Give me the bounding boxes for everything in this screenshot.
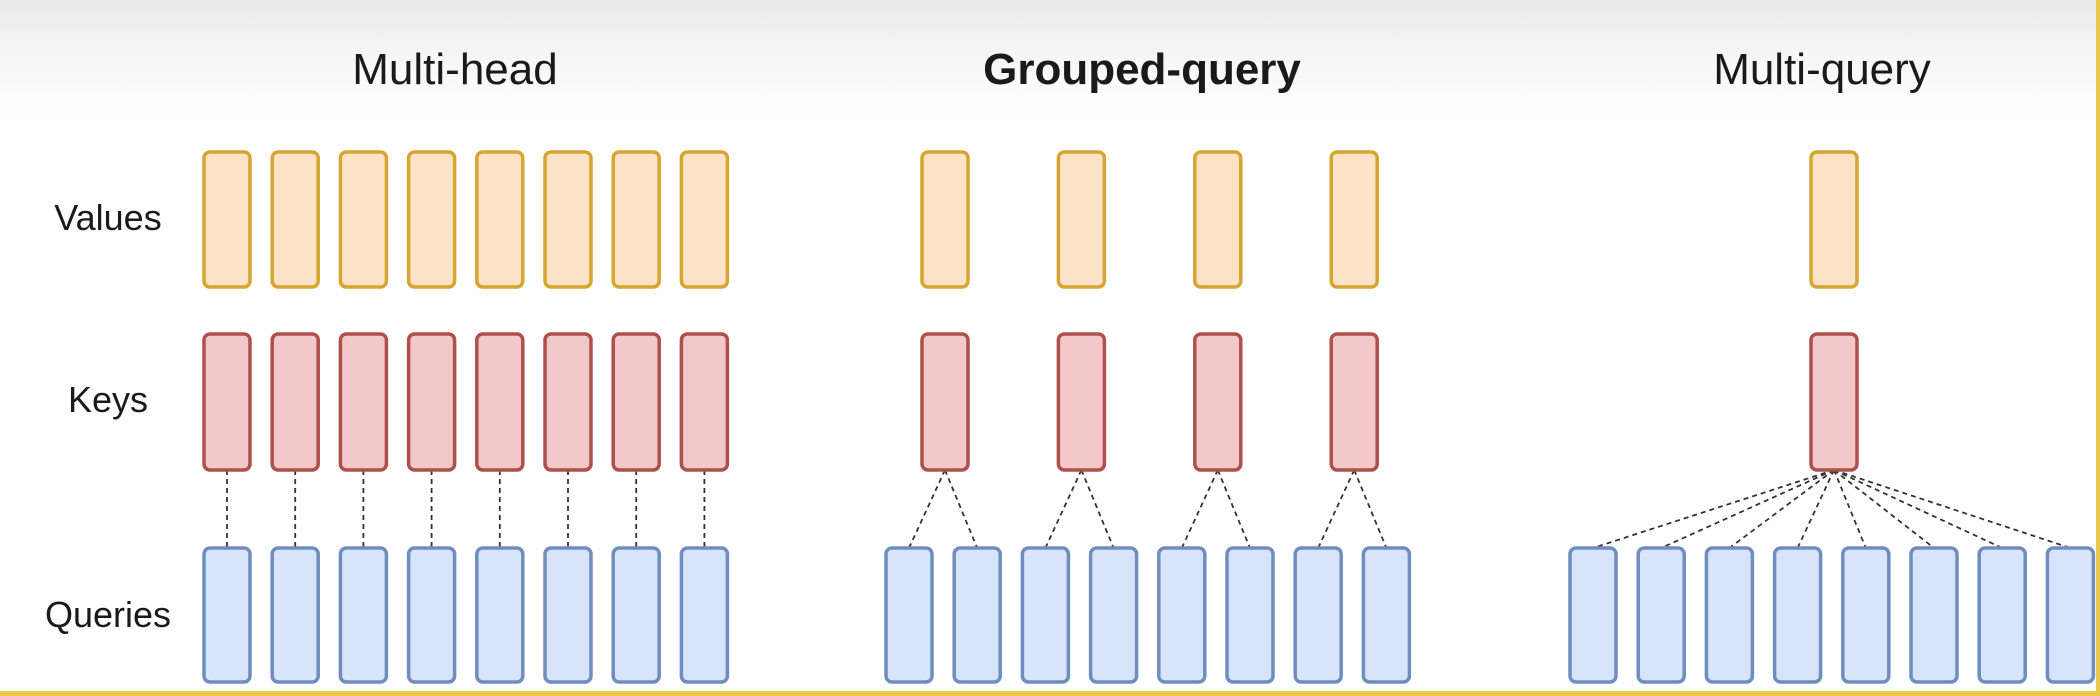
multi-head-value-block <box>406 150 457 289</box>
multi-head-value-block <box>543 150 593 289</box>
multi-head-query-block <box>475 546 525 684</box>
grouped-query-key-block <box>1329 332 1379 472</box>
grouped-query-connector <box>1317 469 1356 549</box>
grouped-query-key-block <box>1193 332 1243 472</box>
multi-head-value-block <box>202 150 252 289</box>
grouped-query-query-block <box>1088 546 1139 684</box>
multi-head-value-block <box>611 150 661 289</box>
multi-query-connector <box>1660 469 1835 549</box>
grouped-query-connector <box>908 469 946 549</box>
multi-head-query-block <box>679 546 730 684</box>
multi-query-connector <box>1796 469 1835 549</box>
grouped-query-query-block <box>1157 546 1207 684</box>
multi-query-query-block <box>2045 546 2096 684</box>
grouped-query-query-block <box>1020 546 1071 684</box>
grouped-query-connector <box>944 469 979 549</box>
multi-query-connector <box>1833 469 2003 549</box>
multi-head-key-block <box>338 332 389 472</box>
grouped-query-connector <box>1044 469 1083 549</box>
grouped-query-key-block <box>1056 332 1107 472</box>
multi-query-value-block <box>1809 150 1859 289</box>
right-border <box>2096 0 2100 696</box>
grouped-query-query-block <box>1225 546 1275 684</box>
grouped-query-connector <box>1353 469 1388 549</box>
grouped-query-connector <box>1180 469 1219 549</box>
multi-head-key-block <box>202 332 252 472</box>
multi-head-query-block <box>406 546 457 684</box>
multi-query-query-block <box>1977 546 2027 684</box>
multi-head-query-block <box>202 546 252 684</box>
connector-lines <box>226 469 2071 549</box>
grouped-query-value-block <box>920 150 970 289</box>
multi-head-value-block <box>679 150 730 289</box>
grouped-query-query-block <box>1361 546 1412 684</box>
head-blocks <box>202 150 2096 684</box>
multi-head-query-block <box>543 546 593 684</box>
grouped-query-connector <box>1080 469 1115 549</box>
multi-query-query-block <box>1636 546 1686 684</box>
multi-head-value-block <box>270 150 320 289</box>
multi-query-connector <box>1592 469 1835 549</box>
grouped-query-query-block <box>1293 546 1343 684</box>
grouped-query-value-block <box>1193 150 1243 289</box>
row-label-values: Values <box>54 197 161 238</box>
multi-query-connector <box>1833 469 2071 549</box>
bottom-border <box>0 691 2100 696</box>
grouped-query-value-block <box>1329 150 1379 289</box>
grouped-query-query-block <box>884 546 934 684</box>
multi-head-query-block <box>270 546 320 684</box>
multi-head-key-block <box>543 332 593 472</box>
multi-head-key-block <box>611 332 661 472</box>
title-multi-head: Multi-head <box>352 45 557 94</box>
multi-query-query-block <box>1568 546 1618 684</box>
multi-head-value-block <box>475 150 525 289</box>
grouped-query-value-block <box>1056 150 1107 289</box>
multi-query-connector <box>1833 469 1935 549</box>
row-label-keys: Keys <box>68 379 148 420</box>
multi-head-key-block <box>475 332 525 472</box>
row-label-queries: Queries <box>45 594 171 635</box>
multi-query-query-block <box>1909 546 1959 684</box>
grouped-query-query-block <box>952 546 1002 684</box>
multi-head-key-block <box>270 332 320 472</box>
title-multi-query: Multi-query <box>1713 45 1931 94</box>
multi-head-value-block <box>338 150 389 289</box>
multi-head-query-block <box>338 546 389 684</box>
multi-query-connector <box>1728 469 1835 549</box>
multi-query-query-block <box>1704 546 1755 684</box>
grouped-query-key-block <box>920 332 970 472</box>
multi-query-query-block <box>1841 546 1891 684</box>
grouped-query-connector <box>1216 469 1251 549</box>
multi-query-query-block <box>1772 546 1823 684</box>
multi-head-key-block <box>406 332 457 472</box>
multi-head-query-block <box>611 546 661 684</box>
multi-query-key-block <box>1809 332 1859 472</box>
multi-head-key-block <box>679 332 730 472</box>
title-grouped-query: Grouped-query <box>983 45 1301 94</box>
